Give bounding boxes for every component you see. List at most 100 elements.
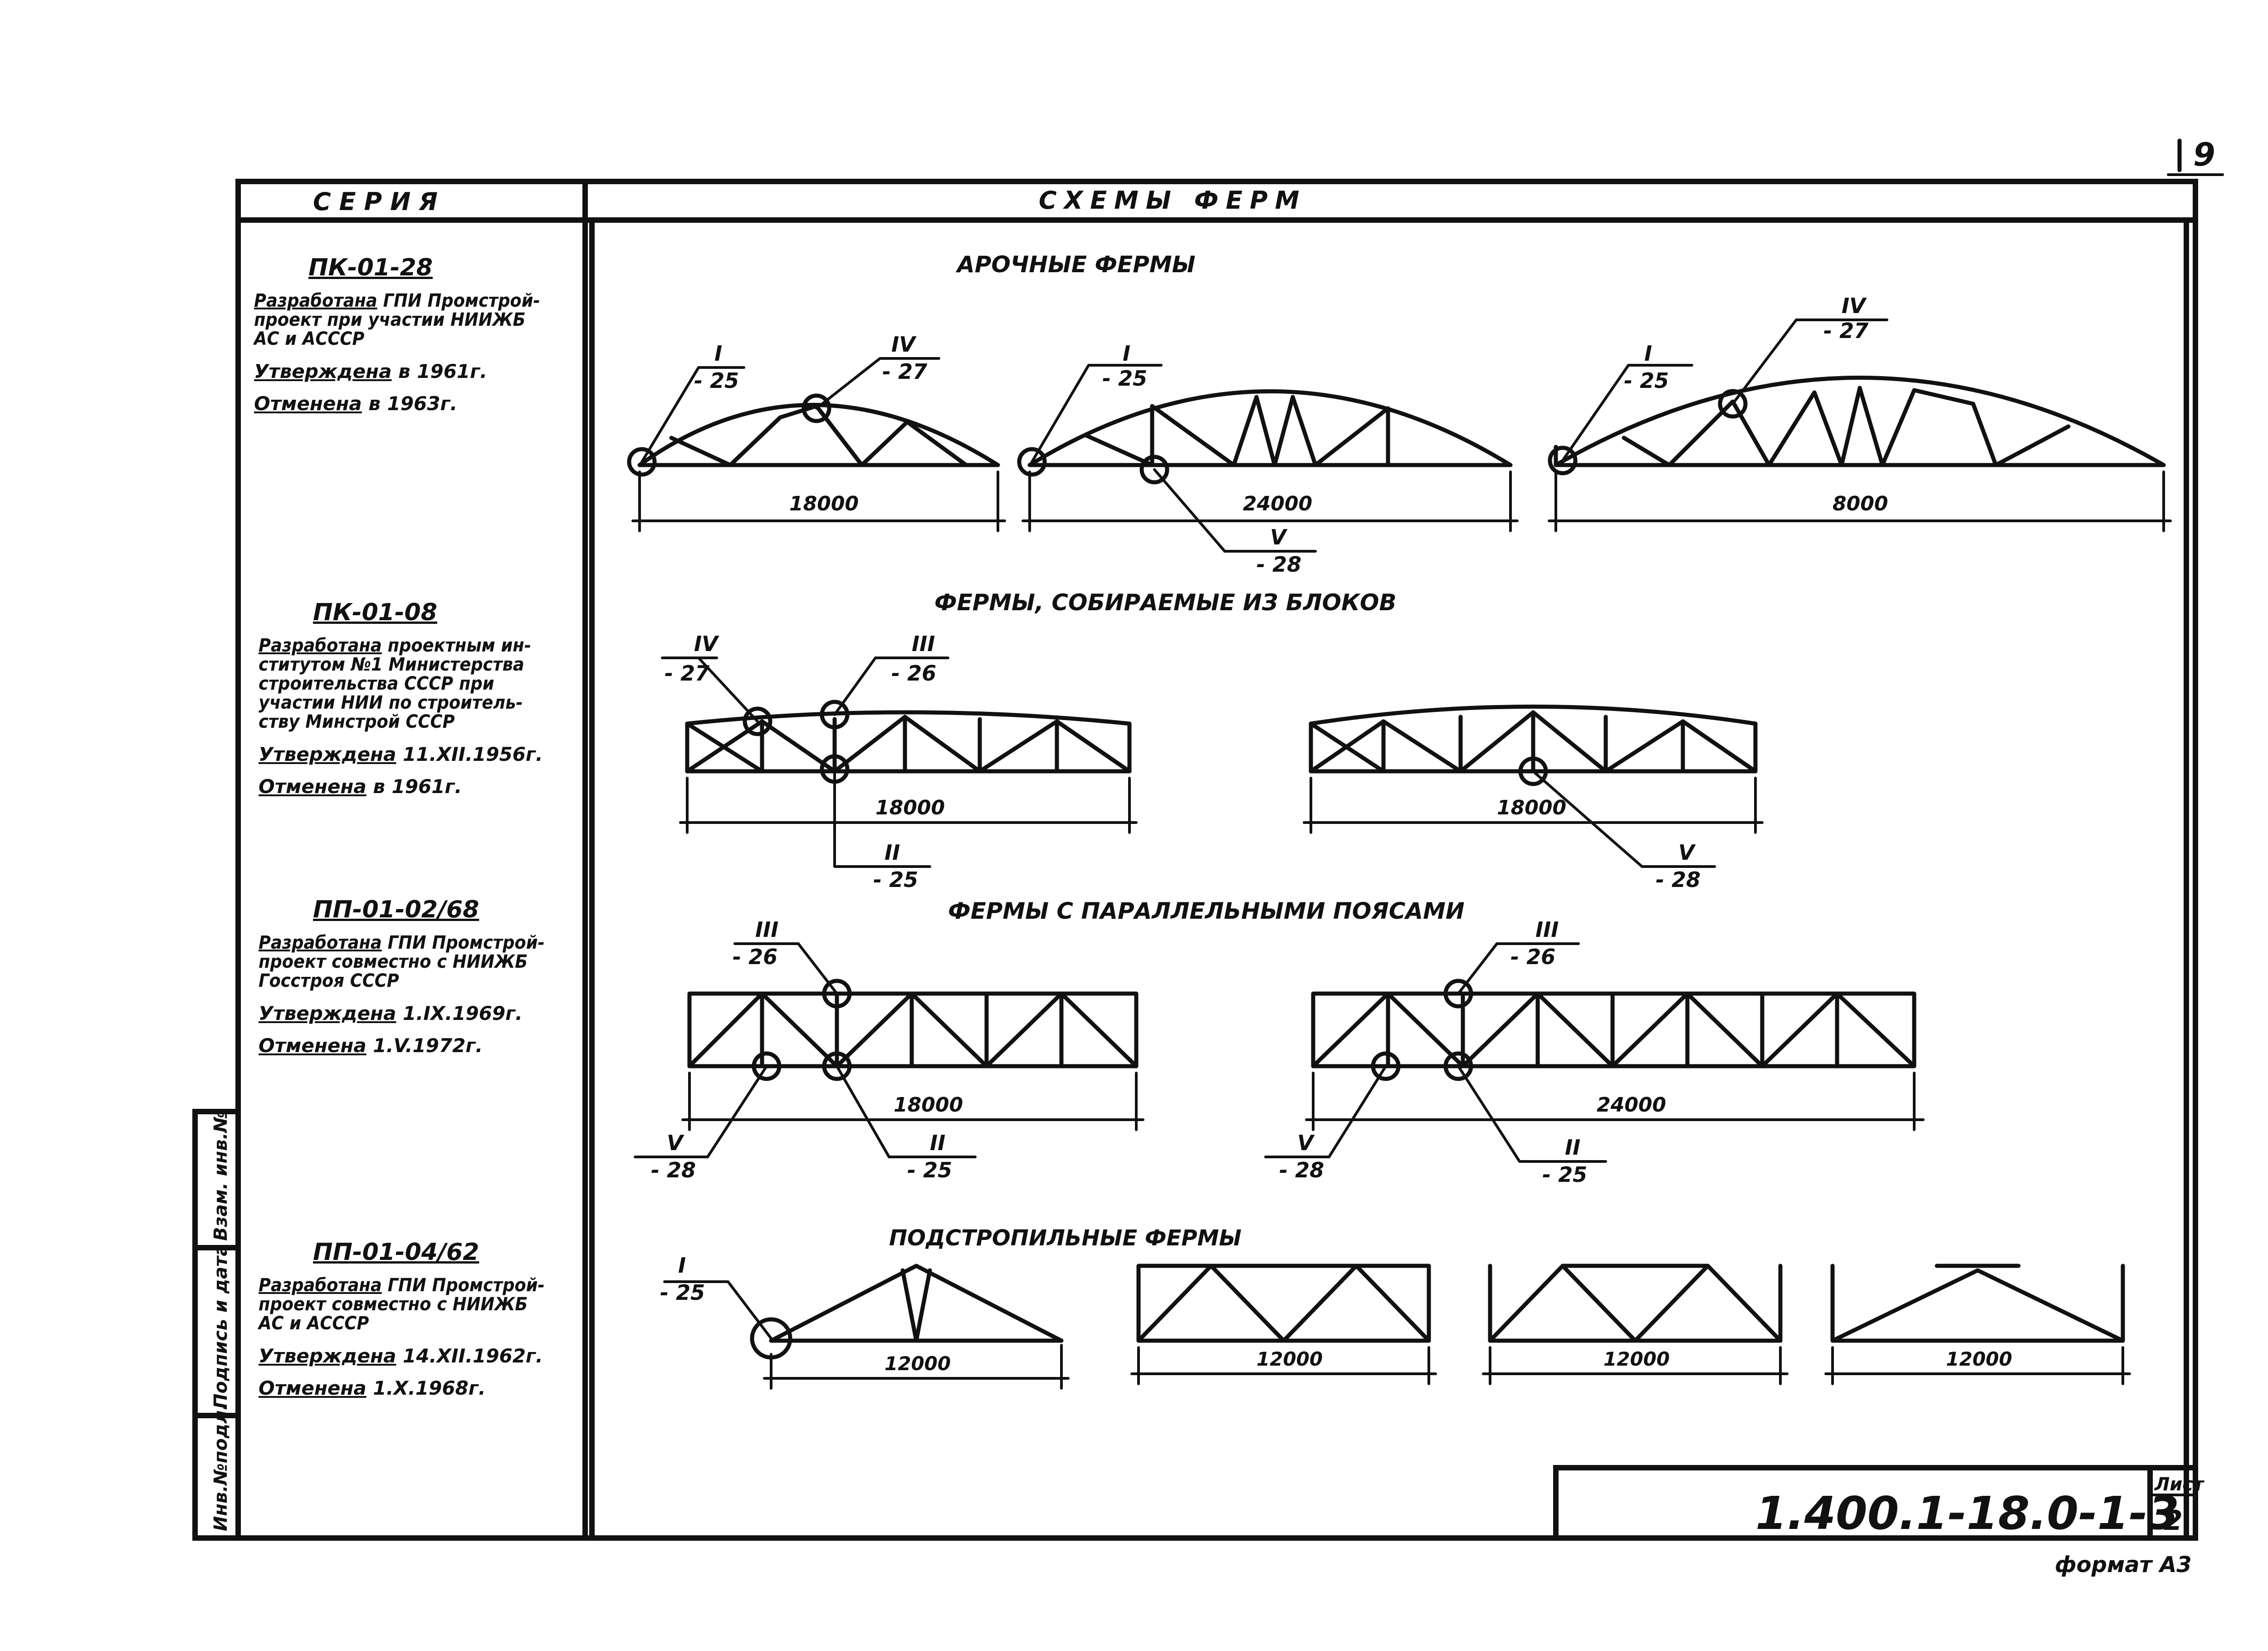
- ref-arch1-IV: IV: [891, 332, 917, 357]
- developed-label: Разработана: [259, 635, 382, 656]
- series-code: ПК-01-08: [313, 599, 437, 626]
- ref-par2-V: V: [1297, 1131, 1315, 1155]
- cancelled-label: Отменена: [254, 392, 362, 415]
- parallel-truss-2: 24000 III - 26 V - 28 II - 25: [1264, 917, 1925, 1187]
- ref-block1-27: - 27: [665, 661, 709, 686]
- side-label-sign: Подпись и дата: [210, 1244, 231, 1409]
- ref-arch3-IV: IV: [1842, 294, 1867, 318]
- approved-text: 1.IX.1969г.: [403, 1002, 523, 1024]
- block-truss-1: 18000 IV - 27 III - 26 II - 25: [661, 632, 1138, 892]
- arch-truss-2: 24000 I - 25 V - 28: [1017, 341, 1519, 577]
- ref-arch2-I: I: [1123, 341, 1130, 366]
- span-arch3: 8000: [1833, 492, 1888, 515]
- parallel-truss-1: 18000 III - 26 V - 28 II - 25: [634, 917, 1144, 1182]
- sheet-number: 2: [2164, 1505, 2183, 1537]
- sub-truss-1: 12000 I - 25: [660, 1253, 1070, 1390]
- ref-arch1-I: I: [714, 341, 722, 366]
- section-sub: ПОДСТРОПИЛЬНЫЕ ФЕРМЫ: [889, 1225, 1242, 1251]
- page-number: 9: [2193, 136, 2215, 173]
- sub-truss-2: 12000: [1130, 1264, 1437, 1385]
- ref-par2-III: III: [1535, 917, 1559, 942]
- ref-arch3-I: I: [1644, 341, 1652, 366]
- span-arch1: 18000: [789, 492, 859, 515]
- approved-label: Утверждена: [259, 743, 396, 765]
- approved-text: 14.XII.1962г.: [403, 1345, 543, 1367]
- ref-par2-25: - 25: [1542, 1162, 1587, 1187]
- section-arch: АРОЧНЫЕ ФЕРМЫ: [955, 251, 1195, 278]
- approved-label: Утверждена: [254, 360, 392, 382]
- sub-truss-3: 12000: [1482, 1264, 1789, 1385]
- approved-text: в 1961г.: [398, 360, 488, 382]
- title-block: [1553, 1465, 2198, 1541]
- series-block-4: ПП-01-04/62 Разработана ГПИ Промстрой- п…: [259, 1239, 585, 1409]
- block-truss-2: 18000 V - 28: [1303, 705, 1764, 892]
- ref-arch3-27: - 27: [1823, 318, 1868, 343]
- document-code: 1.400.1-18.0-1-3: [1755, 1487, 2179, 1540]
- span-sub1: 12000: [885, 1352, 951, 1375]
- developed-text: ГПИ Промстрой- проект при участии НИИЖБ …: [254, 290, 540, 349]
- developed-text: проектным ин- ститутом №1 Министерства с…: [259, 635, 531, 732]
- sub-truss-4: 12000: [1824, 1264, 2131, 1385]
- ref-par1-28: - 28: [651, 1158, 696, 1182]
- approved-text: 11.XII.1956г.: [403, 743, 543, 765]
- sheet-label: Лист: [2154, 1474, 2205, 1495]
- span-block1: 18000: [875, 796, 945, 819]
- ref-par1-26: - 26: [733, 945, 777, 969]
- series-code: ПК-01-28: [308, 254, 433, 281]
- ref-arch3-25: - 25: [1624, 368, 1669, 393]
- series-block-3: ПП-01-02/68 Разработана ГПИ Промстрой- п…: [259, 896, 585, 1067]
- ref-par2-28: - 28: [1279, 1158, 1324, 1182]
- cancelled-label: Отменена: [259, 1034, 367, 1057]
- series-code: ПП-01-02/68: [313, 896, 479, 923]
- ref-arch2-V: V: [1270, 525, 1288, 549]
- ref-block2-V: V: [1678, 840, 1696, 865]
- span-sub3: 12000: [1603, 1348, 1670, 1370]
- outer-frame: [235, 179, 2198, 1541]
- cancelled-text: 1.X.1968г.: [373, 1377, 486, 1399]
- series-code: ПП-01-04/62: [313, 1239, 479, 1266]
- developed-label: Разработана: [259, 932, 382, 953]
- ref-sub1-I: I: [678, 1253, 686, 1278]
- developed-text: ГПИ Промстрой- проект совместно с НИИЖБ …: [259, 932, 545, 991]
- span-sub4: 12000: [1946, 1348, 2012, 1370]
- span-sub2: 12000: [1256, 1348, 1323, 1370]
- arch-truss-3: 8000 I - 25 IV - 27: [1548, 294, 2172, 532]
- span-block2: 18000: [1497, 796, 1566, 819]
- side-label-replace: Взам. инв.№: [210, 1111, 231, 1241]
- ref-par2-II: II: [1565, 1135, 1580, 1160]
- ref-arch1-25: - 25: [694, 368, 739, 393]
- cancelled-text: 1.V.1972г.: [373, 1034, 483, 1057]
- approved-label: Утверждена: [259, 1345, 396, 1367]
- ref-par1-II: II: [930, 1131, 945, 1155]
- arch-truss-1: 18000 I - 25 IV - 27: [627, 332, 1006, 532]
- span-par2: 24000: [1597, 1093, 1666, 1117]
- section-parallel: ФЕРМЫ С ПАРАЛЛЕЛЬНЫМИ ПОЯСАМИ: [948, 898, 1465, 924]
- ref-block1-II: II: [885, 840, 900, 865]
- ref-arch1-27: - 27: [882, 359, 927, 384]
- ref-block1-IV: IV: [694, 632, 719, 656]
- ref-block1-26: - 26: [891, 661, 936, 686]
- ref-arch2-28: - 28: [1256, 552, 1301, 577]
- approved-label: Утверждена: [259, 1002, 396, 1024]
- series-block-1: ПК-01-28 Разработана ГПИ Промстрой- прое…: [254, 254, 581, 425]
- ref-par2-26: - 26: [1510, 945, 1555, 969]
- span-arch2: 24000: [1243, 492, 1312, 515]
- developed-label: Разработана: [254, 290, 377, 311]
- ref-block1-III: III: [912, 632, 935, 656]
- ref-block1-25: - 25: [873, 867, 918, 892]
- header-schemes: СХЕМЫ ФЕРМ: [1039, 186, 1306, 215]
- cancelled-text: в 1961г.: [373, 775, 462, 798]
- section-blocks: ФЕРМЫ, СОБИРАЕМЫЕ ИЗ БЛОКОВ: [934, 589, 1397, 616]
- developed-label: Разработана: [259, 1275, 382, 1296]
- ref-arch2-25: - 25: [1102, 366, 1147, 391]
- span-par1: 18000: [894, 1093, 963, 1117]
- cancelled-label: Отменена: [259, 1377, 367, 1399]
- header-series: СЕРИЯ: [313, 187, 446, 216]
- side-label-inv: Инв.№подл.: [210, 1403, 231, 1531]
- ref-block2-28: - 28: [1656, 867, 1701, 892]
- format-label: формат А3: [2055, 1552, 2192, 1578]
- ref-sub1-25: - 25: [660, 1280, 705, 1305]
- cancelled-text: в 1963г.: [368, 392, 458, 415]
- series-block-2: ПК-01-08 Разработана проектным ин- ститу…: [259, 599, 585, 808]
